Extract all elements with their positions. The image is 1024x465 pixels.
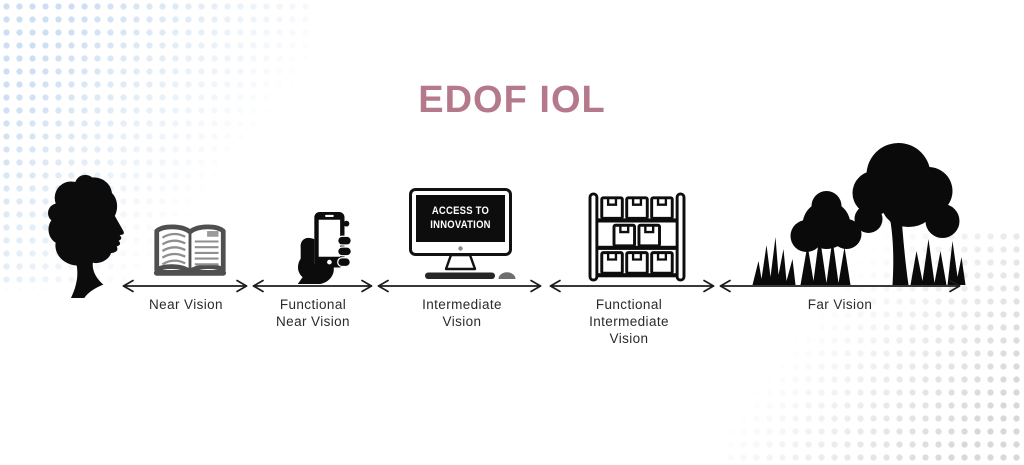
arrow-near-vision: [122, 277, 248, 295]
arrow-intermediate-vision: [377, 277, 542, 295]
trees-icon: [742, 133, 968, 285]
label-intermediate-vision: Intermediate Vision: [367, 296, 557, 330]
label-line: Functional: [595, 297, 663, 312]
label-functional-near-vision: Functional Near Vision: [218, 296, 408, 330]
arrow-far-vision: [719, 277, 961, 295]
label-line: Near Vision: [276, 314, 350, 329]
hand-phone-icon: [296, 210, 356, 285]
label-line: Intermediate: [422, 297, 502, 312]
label-line: Near Vision: [149, 297, 223, 312]
label-line: Functional: [279, 297, 347, 312]
monitor-screen-text: ACCESS TO INNOVATION: [422, 195, 499, 242]
label-near-vision: Near Vision: [91, 296, 281, 313]
label-far-vision: Far Vision: [745, 296, 935, 313]
label-line: Intermediate: [589, 314, 669, 329]
storage-shelf-icon: [588, 190, 686, 282]
label-line: Far Vision: [807, 297, 873, 312]
desktop-monitor-icon: ACCESS TO INNOVATION: [403, 186, 518, 282]
monitor-screen-line1: ACCESS TO: [431, 205, 490, 217]
label-line: Vision: [442, 314, 482, 329]
arrow-functional-intermediate-vision: [549, 277, 715, 295]
open-book-icon: [152, 222, 228, 280]
arrow-functional-near-vision: [252, 277, 373, 295]
label-line: Vision: [609, 331, 649, 346]
page-title: EDOF IOL: [418, 79, 606, 121]
label-functional-intermediate-vision: Functional Intermediate Vision: [534, 296, 724, 347]
woman-profile-icon: [42, 172, 138, 298]
monitor-screen-line2: INNOVATION: [430, 218, 491, 231]
